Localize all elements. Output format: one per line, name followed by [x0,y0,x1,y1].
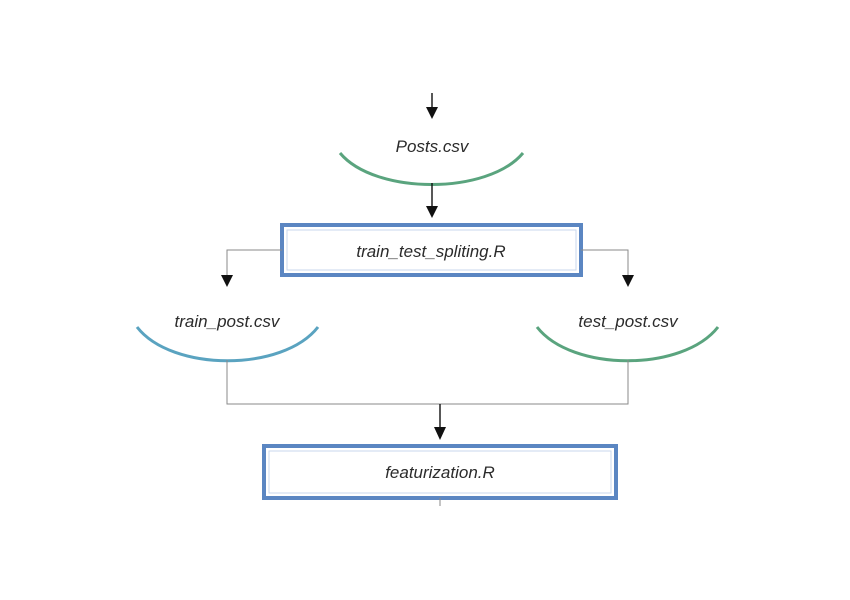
test-label: test_post.csv [578,312,679,331]
arrow-posts-to-split [426,183,438,218]
connector-merge [226,360,629,440]
test-curve [535,326,720,363]
train-label: train_post.csv [175,312,281,331]
split-script-label: train_test_spliting.R [356,242,505,261]
node-split-script: train_test_spliting.R [280,223,583,277]
connector-split-to-test [581,249,634,287]
node-test-post-csv: test_post.csv [535,312,720,363]
connector-split-to-train [221,249,282,287]
posts-label: Posts.csv [396,137,470,156]
train-curve [135,326,320,363]
node-featurization-script: featurization.R [262,444,618,500]
featurization-label: featurization.R [385,463,495,482]
node-train-post-csv: train_post.csv [135,312,320,363]
arrow-into-posts [426,93,438,119]
node-posts-csv: Posts.csv [338,137,525,186]
posts-curve [338,152,525,186]
